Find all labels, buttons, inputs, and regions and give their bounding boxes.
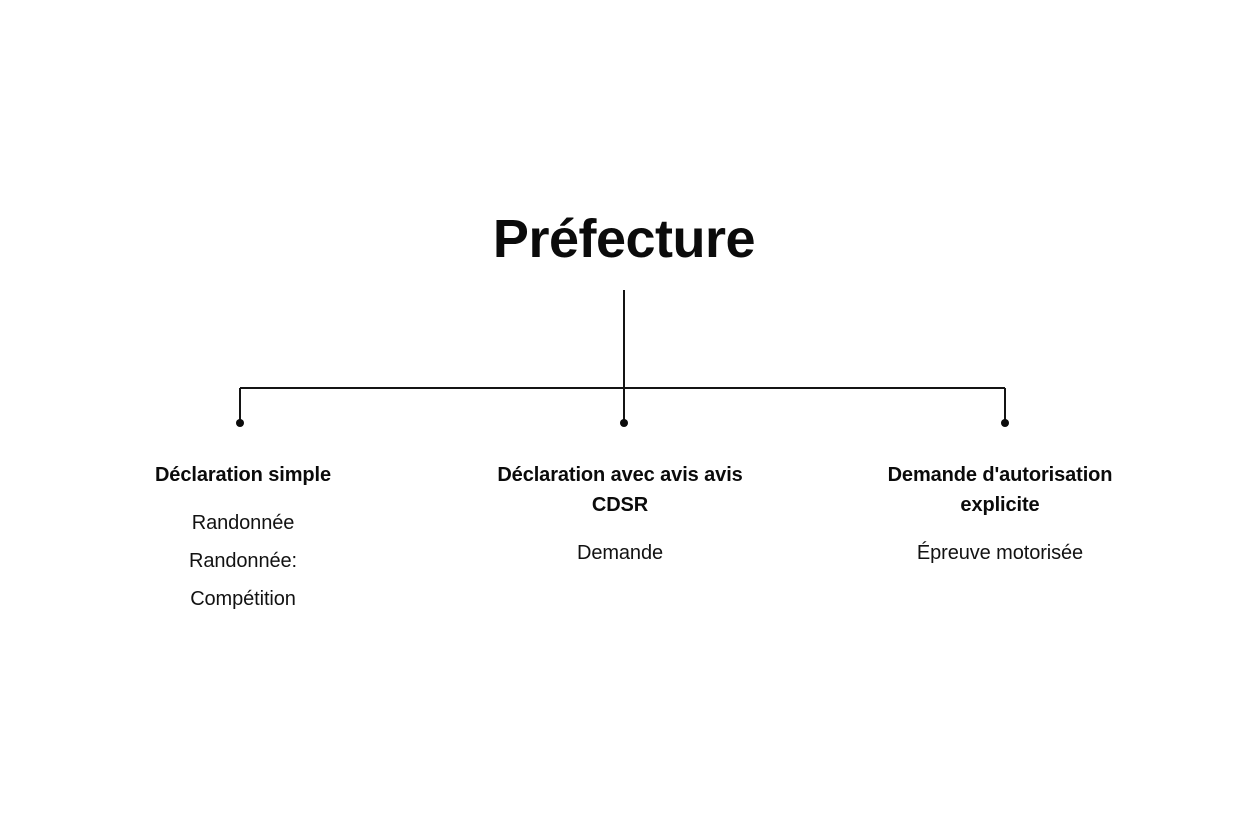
branch-title-1: Déclaration simple: [154, 464, 332, 486]
branch-node-dot-3: [1001, 419, 1009, 427]
branch-column-declaration-simple: Déclaration simple Randonnée Randonnée: …: [103, 460, 383, 618]
branch-item: Randonnée:: [189, 550, 297, 572]
branch-title-2: Déclaration avec avis avis CDSR: [497, 464, 743, 516]
branch-item: Épreuve motorisée: [916, 542, 1084, 564]
branch-column-declaration-avec-avis: Déclaration avec avis avis CDSR Demande: [480, 460, 760, 572]
branch-title-3: Demande d'autorisation explicite: [887, 464, 1113, 516]
branch-items-1: Randonnée Randonnée: Compétition: [103, 504, 383, 618]
branch-item: Randonnée: [191, 512, 295, 534]
branch-item: Compétition: [190, 588, 296, 610]
branch-columns: Déclaration simple Randonnée Randonnée: …: [0, 460, 1248, 680]
branch-node-dot-1: [236, 419, 244, 427]
branch-items-3: Épreuve motorisée: [860, 534, 1140, 572]
branch-items-2: Demande: [480, 534, 760, 572]
branch-item: Demande: [576, 542, 664, 564]
root-node-title: Préfecture: [492, 209, 756, 269]
branch-node-dot-2: [620, 419, 628, 427]
branch-column-demande-autorisation: Demande d'autorisation explicite Épreuve…: [860, 460, 1140, 572]
